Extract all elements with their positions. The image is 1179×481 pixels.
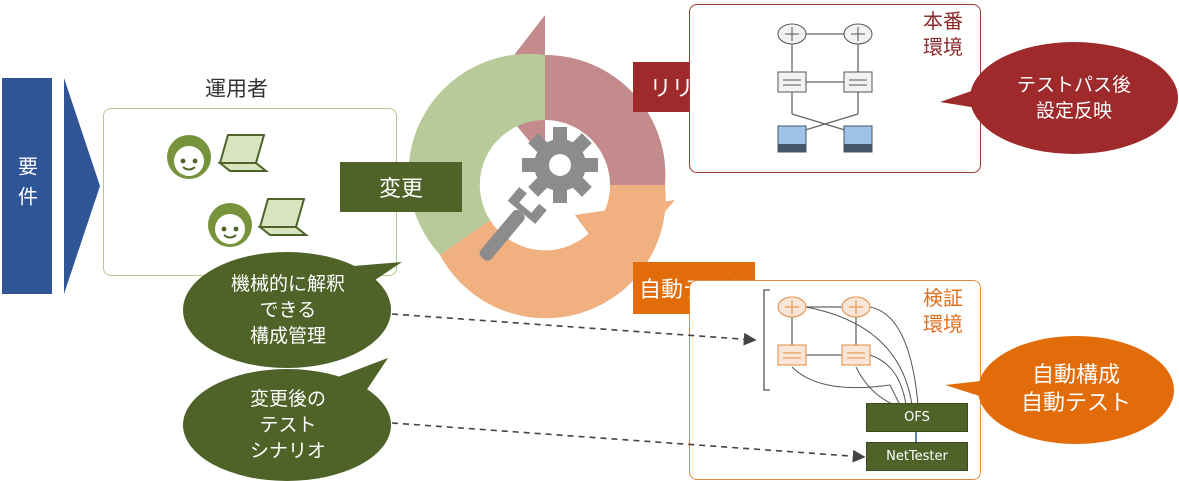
laptop-icon <box>217 134 269 172</box>
gear-icon <box>522 127 598 203</box>
nettester-box: NetTester <box>866 442 968 471</box>
test-scenario-bubble: 変更後の テスト シナリオ <box>249 388 326 462</box>
wrench-icon <box>479 186 547 261</box>
switch-icon <box>777 344 807 366</box>
verification-environment-title: 検証 環境 <box>923 286 963 336</box>
router-icon <box>843 23 873 45</box>
config-management-bubble: 機械的に解釈 できる 構成管理 <box>230 273 345 347</box>
operators-title: 運用者 <box>205 77 268 101</box>
requirements-bar: 要件 <box>2 78 52 294</box>
requirements-arrow <box>64 78 100 294</box>
switch-icon <box>777 71 807 93</box>
test-pass-bubble: テストパス後 設定反映 <box>1016 74 1131 122</box>
server-icon <box>843 125 873 153</box>
server-icon <box>777 125 807 153</box>
user-icon <box>208 203 252 247</box>
verification-topology <box>763 289 919 443</box>
production-environment-panel <box>689 4 981 173</box>
user-icon <box>167 135 211 179</box>
router-icon <box>841 296 871 318</box>
operators-icons <box>167 134 309 247</box>
production-environment-title: 本番 環境 <box>923 9 963 59</box>
ofs-box: OFS <box>866 403 968 432</box>
laptop-icon <box>257 198 309 236</box>
change-label: 変更 <box>340 162 462 212</box>
auto-build-bubble: 自動構成 自動テスト <box>1020 363 1131 416</box>
router-icon <box>777 23 807 45</box>
router-icon <box>777 296 807 318</box>
switch-icon <box>843 71 873 93</box>
switch-icon <box>841 344 871 366</box>
production-topology <box>777 23 873 153</box>
